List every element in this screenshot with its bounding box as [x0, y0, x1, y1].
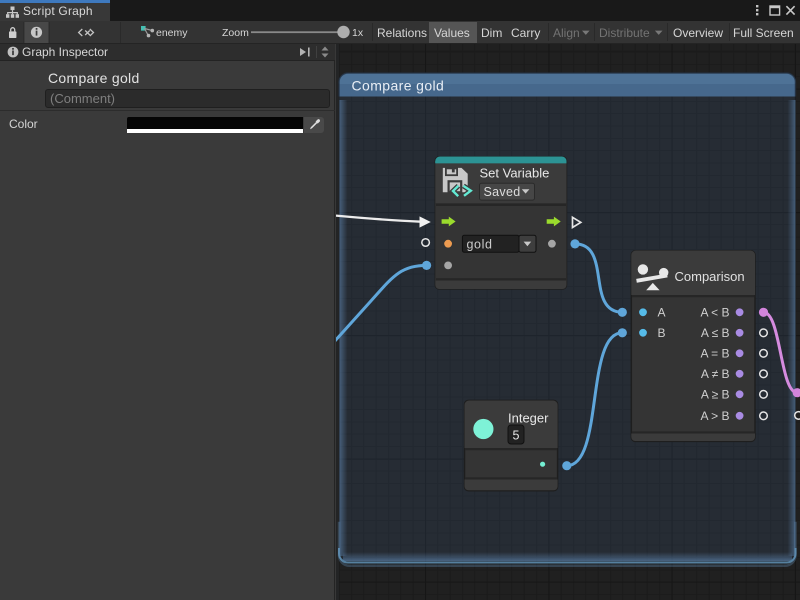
- svg-text:gold: gold: [467, 238, 493, 252]
- svg-text:A = B: A = B: [700, 347, 729, 361]
- svg-text:Set Variable: Set Variable: [480, 166, 550, 181]
- svg-text:A ≠ B: A ≠ B: [701, 367, 730, 381]
- svg-text:5: 5: [513, 428, 520, 442]
- svg-text:A: A: [658, 306, 666, 320]
- svg-text:Comparison: Comparison: [675, 269, 745, 284]
- svg-text:A > B: A > B: [700, 409, 729, 423]
- svg-text:Compare gold: Compare gold: [352, 78, 445, 94]
- svg-text:A < B: A < B: [700, 306, 729, 320]
- svg-text:Saved: Saved: [484, 185, 521, 199]
- svg-text:B: B: [658, 326, 666, 340]
- svg-text:A ≤ B: A ≤ B: [701, 326, 730, 340]
- svg-text:Integer: Integer: [508, 411, 549, 426]
- svg-text:A ≥ B: A ≥ B: [701, 388, 730, 402]
